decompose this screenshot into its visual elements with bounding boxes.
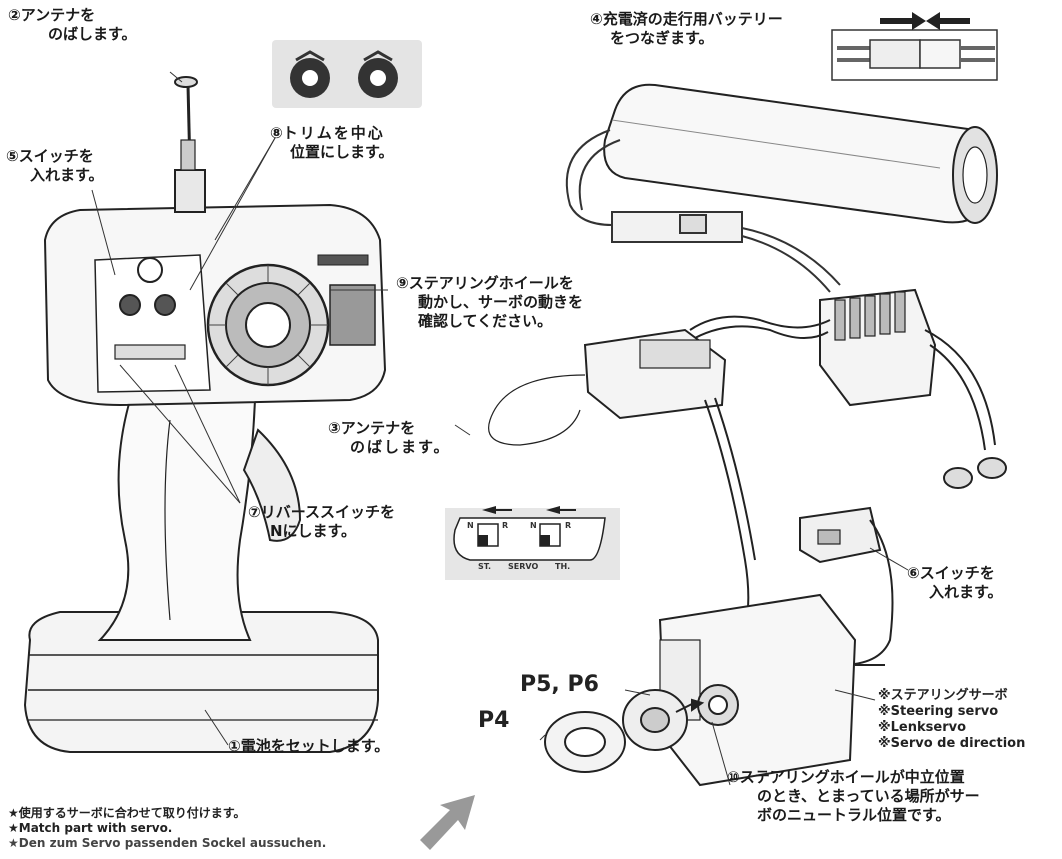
- panel-right-r: R: [565, 521, 571, 530]
- callout-1: ①電池をセットします。: [228, 737, 389, 756]
- part-label-p5-p6: P5, P6: [520, 672, 599, 697]
- servo-note: ※ステアリングサーボ ※Steering servo ※Lenkservo ※S…: [878, 688, 1025, 752]
- connector-inset: [832, 12, 997, 80]
- callout-4: ④充電済の走行用バッテリー をつなぎます。: [590, 10, 783, 48]
- mounting-notes: ★使用するサーボに合わせて取り付けます。 ★Match part with se…: [8, 806, 326, 851]
- steering-servo: [660, 595, 885, 785]
- note-en: ★Match part with servo.: [8, 821, 326, 836]
- note-de: ★Den zum Servo passenden Sockel aussuche…: [8, 836, 326, 851]
- trim-dial-icons: [272, 40, 422, 108]
- part-label-p4: P4: [478, 708, 509, 733]
- panel-st: ST.: [478, 562, 491, 571]
- callout-7: ⑦リバーススイッチを Nにします。: [248, 503, 395, 541]
- panel-left-r: R: [502, 521, 508, 530]
- callout-10: ⑩ステアリングホイールが中立位置 のとき、とまっている場所がサー ボのニュートラ…: [727, 768, 980, 825]
- servo-horns: [545, 690, 702, 772]
- panel-servo: SERVO: [508, 562, 538, 571]
- callout-8: ⑧トリムを中心 位置にします。: [270, 124, 394, 162]
- callout-5: ⑤スイッチを 入れます。: [6, 147, 104, 185]
- servo-note-jp: ※ステアリングサーボ: [878, 688, 1025, 704]
- callout-6: ⑥スイッチを 入れます。: [907, 564, 1003, 602]
- callout-3: ③アンテナを のばします。: [328, 419, 451, 457]
- panel-left-n: N: [467, 521, 474, 530]
- panel-th: TH.: [555, 562, 570, 571]
- direction-arrow: [420, 795, 475, 850]
- servo-note-fr: ※Servo de direction: [878, 736, 1025, 752]
- servo-note-de: ※Lenkservo: [878, 720, 1025, 736]
- note-jp: ★使用するサーボに合わせて取り付けます。: [8, 806, 326, 821]
- servo-note-en: ※Steering servo: [878, 704, 1025, 720]
- panel-right-n: N: [530, 521, 537, 530]
- callout-9: ⑨ステアリングホイールを 動かし、サーボの動きを 確認してください。: [396, 274, 583, 331]
- callout-2: ②アンテナを のばします。: [8, 6, 137, 44]
- speed-controller: [820, 290, 1006, 488]
- battery-pack: [604, 85, 997, 223]
